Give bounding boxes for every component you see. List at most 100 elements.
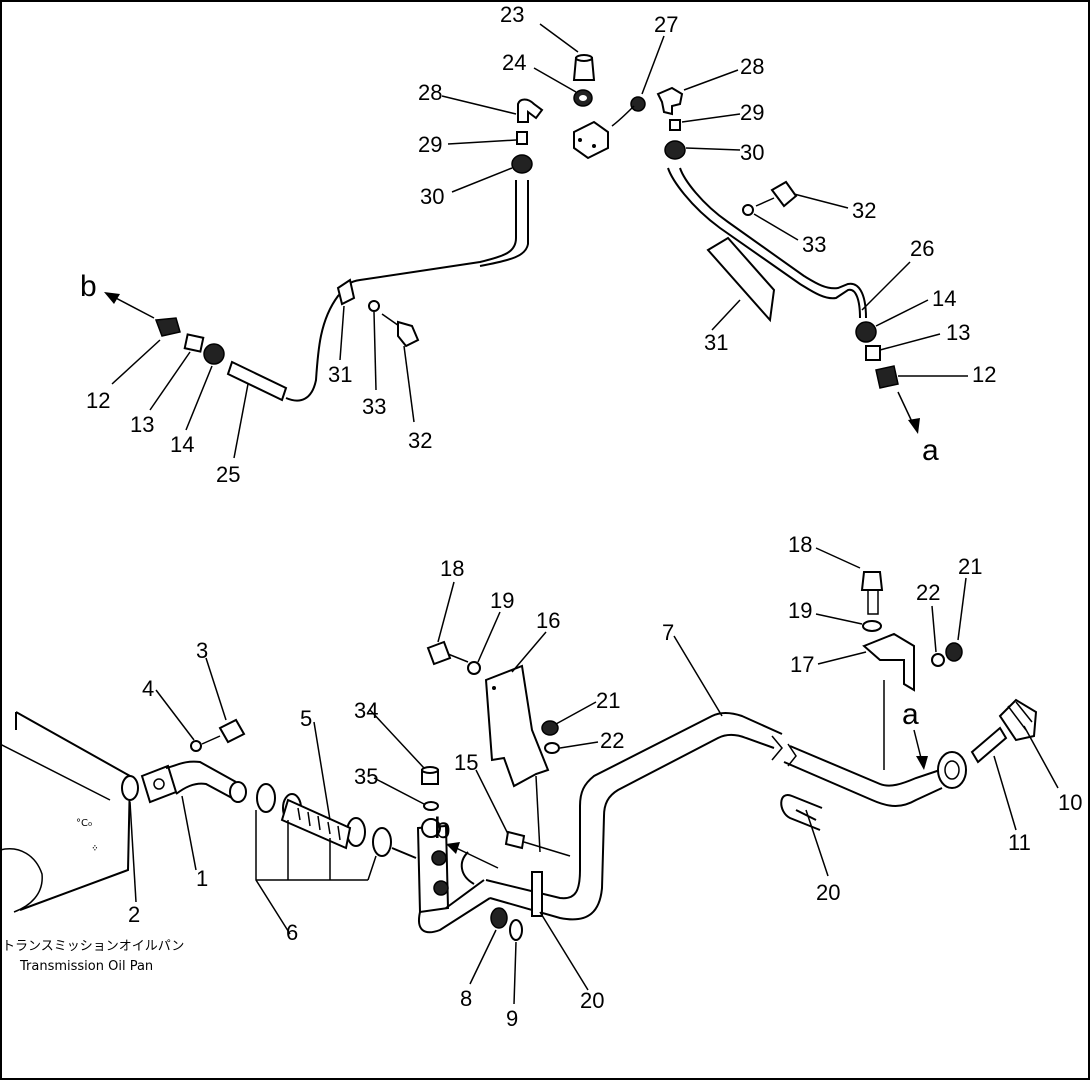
callout-7: 7 bbox=[662, 620, 674, 645]
callout-29-left: 29 bbox=[418, 132, 442, 157]
part-11-fitting bbox=[970, 726, 1008, 764]
callout-31-right: 31 bbox=[704, 330, 728, 355]
part-35-o-ring bbox=[423, 801, 439, 811]
leaders-bottom bbox=[129, 547, 1059, 1005]
caption-english: Transmission Oil Pan bbox=[19, 959, 153, 974]
part-1-pipe bbox=[140, 760, 247, 804]
part-7-pipe bbox=[485, 712, 943, 921]
callout-10: 10 bbox=[1058, 790, 1082, 815]
callout-21-center: 21 bbox=[596, 688, 620, 713]
part-4-washer bbox=[190, 740, 202, 752]
callout-29-right: 29 bbox=[740, 100, 764, 125]
center-block bbox=[573, 120, 609, 160]
callout-4: 4 bbox=[142, 676, 154, 701]
part-24-nut bbox=[573, 89, 593, 107]
part-21-nut-right bbox=[945, 642, 963, 662]
tee-block bbox=[391, 818, 491, 934]
part-32-bolt-left bbox=[381, 313, 420, 348]
part-28-elbow-right bbox=[656, 86, 684, 116]
part-8-nut bbox=[490, 907, 508, 929]
callout-8: 8 bbox=[460, 986, 472, 1011]
arrow-a-top bbox=[897, 391, 920, 434]
callout-33-left: 33 bbox=[362, 394, 386, 419]
callout-13-left: 13 bbox=[130, 412, 154, 437]
callout-24: 24 bbox=[502, 50, 526, 75]
part-31-bracket-right bbox=[706, 236, 776, 323]
callout-30-right: 30 bbox=[740, 140, 764, 165]
part-14-nut-left bbox=[203, 343, 225, 365]
leaders-top bbox=[111, 23, 968, 459]
tube-right-top bbox=[667, 167, 867, 319]
callout-22-right: 22 bbox=[916, 580, 940, 605]
callout-13-right: 13 bbox=[946, 320, 970, 345]
part-3-bolt bbox=[201, 718, 246, 745]
part-15-fitting bbox=[504, 830, 571, 857]
callout-12-right: 12 bbox=[972, 362, 996, 387]
callout-14-right: 14 bbox=[932, 286, 956, 311]
callout-9: 9 bbox=[506, 1006, 518, 1031]
part-17-bracket bbox=[862, 632, 915, 770]
callout-18-right: 18 bbox=[788, 532, 812, 557]
part-9-washer bbox=[509, 919, 523, 941]
part-30-nut-right bbox=[664, 140, 686, 160]
part-23-cap bbox=[572, 54, 596, 81]
callout-2: 2 bbox=[128, 902, 140, 927]
callout-32-right: 32 bbox=[852, 198, 876, 223]
svg-text:°C₀: °C₀ bbox=[76, 818, 92, 829]
callout-11: 11 bbox=[1008, 830, 1031, 855]
flow-marker-b-top: b bbox=[80, 270, 97, 303]
svg-text:᠅: ᠅ bbox=[90, 844, 98, 855]
callout-12-left: 12 bbox=[86, 388, 110, 413]
arrow-b-bottom bbox=[446, 842, 499, 869]
part-32-bolt-right bbox=[755, 180, 798, 208]
part-22-washer-center bbox=[544, 742, 560, 754]
callout-30-left: 30 bbox=[420, 184, 444, 209]
part-13-sleeve-right bbox=[865, 345, 881, 361]
callout-15: 15 bbox=[454, 750, 478, 775]
part-22-washer-right bbox=[931, 653, 945, 667]
callout-32-left: 32 bbox=[408, 428, 432, 453]
callout-20-center: 20 bbox=[580, 988, 604, 1013]
callout-27: 27 bbox=[654, 12, 678, 37]
callout-6: 6 bbox=[286, 920, 298, 945]
part-20-clamp-center bbox=[531, 871, 543, 917]
part-29-right bbox=[669, 119, 681, 131]
bracket-lines-6 bbox=[255, 810, 377, 935]
flow-marker-a-bottom: a bbox=[902, 698, 919, 731]
arrow-a-bottom bbox=[913, 729, 928, 770]
caption-japanese: トランスミッションオイルパン bbox=[2, 939, 184, 954]
part-30-nut-left bbox=[511, 154, 533, 174]
callout-22-center: 22 bbox=[600, 728, 624, 753]
part-5-hose bbox=[280, 798, 352, 850]
callout-17: 17 bbox=[790, 652, 814, 677]
part-2-o-ring bbox=[121, 775, 139, 801]
callout-3: 3 bbox=[196, 638, 208, 663]
callout-31-left: 31 bbox=[328, 362, 352, 387]
part-25-hose bbox=[226, 360, 288, 402]
flow-marker-b-bottom: b bbox=[434, 812, 451, 845]
part-29-left bbox=[516, 131, 528, 145]
callout-28-right: 28 bbox=[740, 54, 764, 79]
callout-25: 25 bbox=[216, 462, 240, 487]
transmission-oil-pan: °C₀ ᠅ bbox=[0, 711, 132, 913]
arrow-b-top bbox=[104, 292, 155, 319]
callout-19-center: 19 bbox=[490, 588, 514, 613]
part-31-clip-left bbox=[336, 278, 356, 306]
callout-21-right: 21 bbox=[958, 554, 982, 579]
callout-23: 23 bbox=[500, 2, 524, 27]
callout-16: 16 bbox=[536, 608, 560, 633]
flow-marker-a-top: a bbox=[922, 434, 939, 467]
part-13-sleeve-left bbox=[183, 333, 205, 353]
callout-5: 5 bbox=[300, 706, 312, 731]
part-14-nut-right bbox=[855, 321, 877, 343]
filler-neck bbox=[937, 751, 967, 789]
callout-28-left: 28 bbox=[418, 80, 442, 105]
part-10-cap bbox=[998, 698, 1038, 742]
part-20-u-bolt bbox=[780, 794, 823, 831]
callout-34: 34 bbox=[354, 698, 378, 723]
callout-14-left: 14 bbox=[170, 432, 194, 457]
part-27-elbow bbox=[611, 96, 646, 127]
